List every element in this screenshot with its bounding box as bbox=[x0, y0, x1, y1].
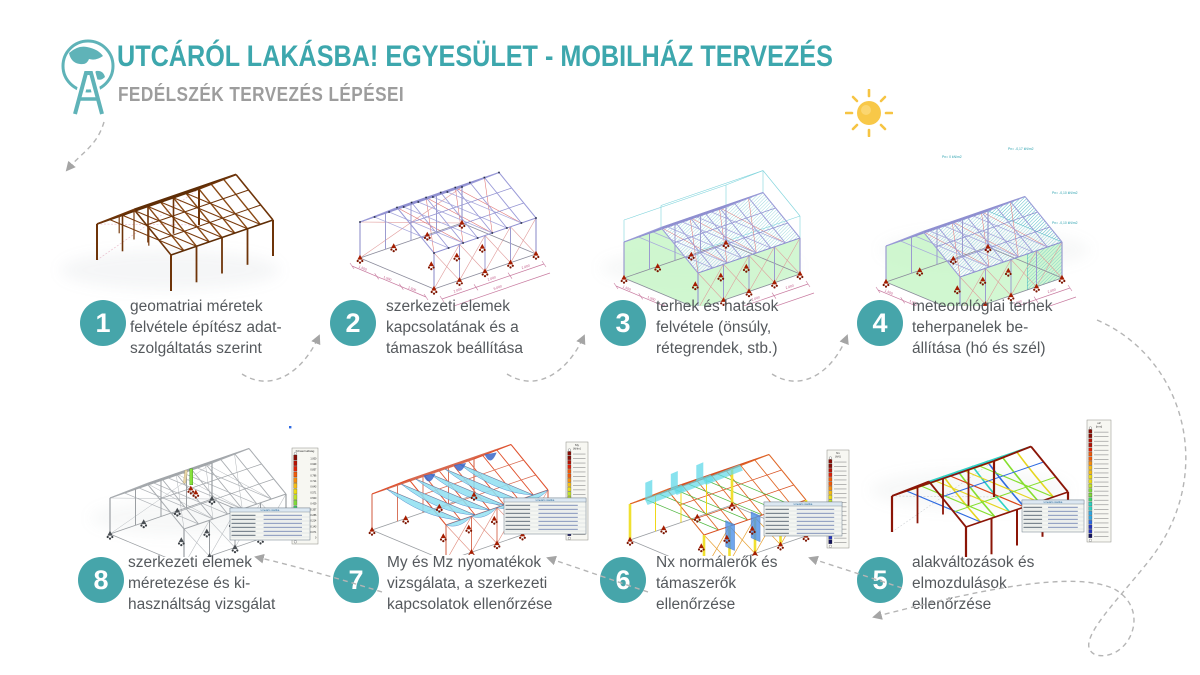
svg-text:My: My bbox=[575, 443, 579, 447]
svg-text:1.500: 1.500 bbox=[884, 289, 893, 296]
svg-text:0.857: 0.857 bbox=[310, 469, 317, 472]
svg-text:1.500: 1.500 bbox=[647, 295, 656, 302]
step-4-number: 4 bbox=[857, 300, 903, 346]
svg-text:1.500: 1.500 bbox=[671, 305, 680, 306]
svg-text:Nx: Nx bbox=[836, 451, 840, 455]
svg-text:0.286: 0.286 bbox=[310, 514, 317, 517]
step-8-number: 8 bbox=[78, 557, 124, 603]
svg-text:0.571: 0.571 bbox=[310, 491, 317, 494]
svg-text:0.786: 0.786 bbox=[310, 474, 317, 477]
figure-step5-deformations: uZ[mm]Lineáris statika bbox=[890, 419, 1112, 557]
svg-text:2.000: 2.000 bbox=[751, 295, 760, 302]
svg-text:0.143: 0.143 bbox=[310, 525, 317, 528]
svg-text:Pn= -0,10 kN/m2: Pn= -0,10 kN/m2 bbox=[1052, 221, 1078, 225]
svg-text:Lineáris statika: Lineáris statika bbox=[536, 498, 555, 502]
svg-text:0.643: 0.643 bbox=[310, 486, 317, 489]
svg-text:0.357: 0.357 bbox=[310, 508, 317, 511]
svg-text:6.000: 6.000 bbox=[493, 284, 502, 291]
svg-text:1.500: 1.500 bbox=[407, 285, 416, 292]
svg-text:2.000: 2.000 bbox=[521, 264, 530, 271]
svg-text:Pn= 0 kN/m2: Pn= 0 kN/m2 bbox=[942, 155, 962, 159]
step-3-number: 3 bbox=[600, 300, 646, 346]
svg-text:[kNm]: [kNm] bbox=[573, 447, 581, 451]
svg-text:0.214: 0.214 bbox=[310, 520, 317, 523]
figure-step1-timber-model bbox=[96, 173, 274, 291]
svg-text:Pn= -0,17 kN/m2: Pn= -0,17 kN/m2 bbox=[1008, 147, 1034, 151]
svg-text:0.500: 0.500 bbox=[310, 497, 317, 500]
svg-text:[kN]: [kN] bbox=[836, 455, 841, 459]
svg-text:0.929: 0.929 bbox=[310, 463, 317, 466]
svg-text:2.000: 2.000 bbox=[487, 275, 496, 282]
association-logo-globe-icon bbox=[61, 39, 115, 116]
svg-text:Kihasználtság: Kihasználtság bbox=[296, 449, 315, 453]
svg-text:Lineáris statika: Lineáris statika bbox=[261, 508, 280, 512]
page-subtitle: FEDÉLSZÉK TERVEZÉS LÉPÉSEI bbox=[118, 84, 405, 106]
figure-step2-wireframe-supports: 1.500 1.500 1.500 2.000 2.000 2.000 6.000 bbox=[349, 171, 551, 306]
sun-icon bbox=[845, 89, 893, 137]
svg-text:[mm]: [mm] bbox=[1096, 425, 1102, 429]
svg-text:1.000: 1.000 bbox=[310, 457, 317, 460]
svg-text:Lineáris statika: Lineáris statika bbox=[794, 502, 813, 506]
svg-text:2.000: 2.000 bbox=[785, 284, 794, 291]
svg-text:1.500: 1.500 bbox=[622, 285, 631, 292]
step-2-number: 2 bbox=[330, 300, 376, 346]
step-5-number: 5 bbox=[857, 557, 903, 603]
step-7-number: 7 bbox=[333, 557, 379, 603]
svg-text:0: 0 bbox=[315, 537, 317, 540]
svg-text:2.000: 2.000 bbox=[1013, 299, 1022, 306]
svg-text:1.500: 1.500 bbox=[383, 275, 392, 282]
svg-text:6.000: 6.000 bbox=[757, 304, 766, 306]
svg-text:1.500: 1.500 bbox=[358, 265, 367, 272]
svg-text:0.429: 0.429 bbox=[310, 503, 317, 506]
step-6-number: 6 bbox=[600, 557, 646, 603]
svg-text:2.000: 2.000 bbox=[1047, 288, 1056, 295]
step-1-number: 1 bbox=[80, 300, 126, 346]
svg-text:2.000: 2.000 bbox=[453, 287, 462, 294]
svg-text:1.500: 1.500 bbox=[909, 299, 918, 306]
figure-step8-utilization: Kihasználtság 1.000 0.929 0.857 0.786 0.714 0.… bbox=[106, 426, 319, 557]
page-title: UTCÁRÓL LAKÁSBA! EGYESÜLET - MOBILHÁZ TE… bbox=[117, 40, 833, 73]
svg-text:0.714: 0.714 bbox=[310, 480, 317, 483]
figure-step7-moments: My[kNm] Lineáris statika bbox=[368, 441, 589, 555]
svg-text:Pn= -0,10 kN/m2: Pn= -0,10 kN/m2 bbox=[1052, 191, 1078, 195]
svg-text:Lineáris statika: Lineáris statika bbox=[1044, 500, 1063, 504]
svg-text:0.071: 0.071 bbox=[310, 531, 317, 534]
figure-step6-normal-forces: Nx[kN] Lineáris statika bbox=[626, 449, 850, 556]
